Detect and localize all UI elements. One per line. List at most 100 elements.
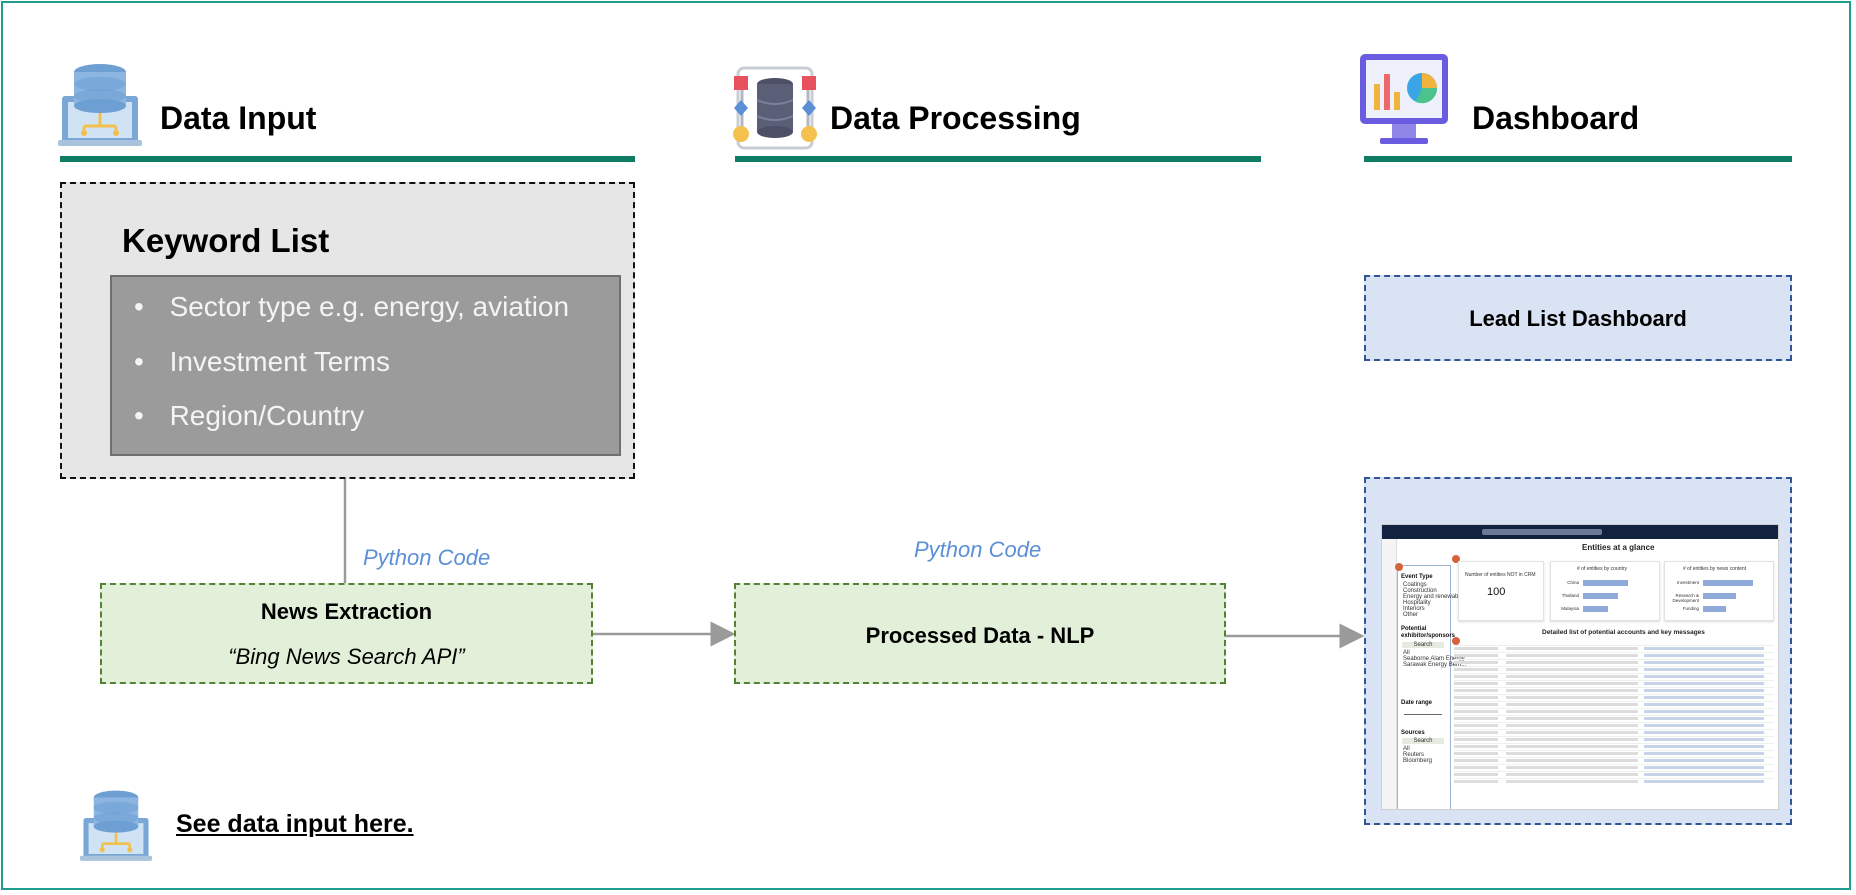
table-cell-placeholder	[1542, 752, 1638, 755]
bar-mark	[1583, 606, 1608, 612]
table-cell-placeholder	[1454, 696, 1498, 699]
table-cell-placeholder	[1454, 752, 1498, 755]
table-cell-placeholder	[1506, 731, 1550, 734]
table-cell-placeholder	[1506, 745, 1550, 748]
table-cell-placeholder	[1542, 689, 1638, 692]
table-cell-placeholder	[1506, 724, 1550, 727]
table-cell-placeholder	[1506, 682, 1550, 685]
table-cell-placeholder	[1506, 696, 1550, 699]
table-cell-placeholder	[1454, 703, 1498, 706]
filter-partner-option[interactable]: Sarawak Energy Berh...	[1403, 662, 1467, 668]
table-cell-placeholder	[1506, 647, 1550, 650]
table-cell-placeholder	[1454, 647, 1498, 650]
table-cell-placeholder	[1506, 752, 1550, 755]
filter-event-option[interactable]: Coatings	[1403, 582, 1427, 588]
bar-category-label: Malaysia	[1561, 606, 1579, 611]
table-cell-placeholder	[1542, 731, 1638, 734]
dashboard-screenshot: Event Type Coatings Construction Energy …	[1381, 524, 1779, 810]
filter-partner-option[interactable]: Seaborne Alam Energy	[1403, 656, 1465, 662]
table-row	[1454, 687, 1774, 688]
keyword-item: • Investment Terms	[134, 346, 391, 377]
table-row	[1454, 722, 1774, 723]
bar-mark	[1583, 580, 1628, 586]
kpi-label: Number of entities NOT in CRM	[1465, 572, 1536, 578]
table-row	[1454, 736, 1774, 737]
table-cell-placeholder	[1644, 689, 1764, 692]
table-cell-placeholder	[1644, 675, 1764, 678]
filter-partner-option[interactable]: All	[1403, 650, 1410, 656]
dashboard-search-bar	[1482, 529, 1602, 535]
table-row	[1454, 715, 1774, 716]
accounts-table	[1454, 641, 1774, 789]
content-chart-card: # of entities by news content Investment…	[1664, 561, 1774, 621]
data-input-title: Data Input	[160, 100, 317, 136]
kpi-value: 100	[1487, 586, 1506, 598]
filter-source-option[interactable]: All	[1403, 746, 1410, 752]
table-cell-placeholder	[1542, 647, 1638, 650]
table-cell-placeholder	[1506, 661, 1550, 664]
keyword-list-title: Keyword List	[122, 222, 330, 259]
table-cell-placeholder	[1644, 766, 1764, 769]
data-input-icon	[58, 58, 142, 148]
table-row	[1454, 645, 1774, 646]
bar-category-label: Research & Development	[1672, 593, 1699, 603]
filter-search-box[interactable]: Search	[1402, 642, 1444, 648]
dashboard-monitor-icon	[1358, 52, 1450, 148]
table-cell-placeholder	[1454, 759, 1498, 762]
table-row	[1454, 757, 1774, 758]
table-cell-placeholder	[1644, 682, 1764, 685]
table-cell-placeholder	[1454, 710, 1498, 713]
bar-category-label: Funding	[1682, 606, 1699, 611]
table-cell-placeholder	[1542, 780, 1638, 783]
table-cell-placeholder	[1506, 738, 1550, 741]
see-data-input-link[interactable]: See data input here.	[176, 810, 414, 838]
bar-category-label: Investment	[1676, 580, 1699, 585]
filter-partner-label: Potential exhibitor/sponsors	[1401, 626, 1456, 639]
filter-event-option[interactable]: Hospitality	[1403, 600, 1431, 606]
table-cell-placeholder	[1454, 745, 1498, 748]
table-cell-placeholder	[1542, 773, 1638, 776]
table-cell-placeholder	[1506, 710, 1550, 713]
table-cell-placeholder	[1542, 745, 1638, 748]
date-range-slider[interactable]	[1404, 714, 1442, 715]
filter-event-option[interactable]: Other	[1403, 612, 1419, 618]
sources-search-box[interactable]: Search	[1402, 738, 1444, 744]
table-badge	[1452, 637, 1460, 645]
filter-source-option[interactable]: Reuters	[1403, 752, 1425, 758]
bar-category-label: Thailand	[1561, 593, 1579, 598]
table-cell-placeholder	[1644, 773, 1764, 776]
table-cell-placeholder	[1542, 654, 1638, 657]
filter-event-option[interactable]: Energy and renewables	[1403, 594, 1467, 600]
table-cell-placeholder	[1542, 738, 1638, 741]
table-cell-placeholder	[1644, 738, 1764, 741]
bar-mark	[1703, 580, 1753, 586]
table-cell-placeholder	[1644, 710, 1764, 713]
table-cell-placeholder	[1506, 654, 1550, 657]
table-row	[1454, 778, 1774, 779]
table-cell-placeholder	[1454, 766, 1498, 769]
keyword-list-items-box: • Sector type e.g. energy, aviation • In…	[110, 275, 621, 456]
keyword-item: • Region/Country	[134, 400, 365, 431]
table-title: Detailed list of potential accounts and …	[1542, 629, 1705, 636]
filter-event-option[interactable]: Construction	[1403, 588, 1437, 594]
data-input-rule	[60, 156, 635, 162]
keyword-item: • Sector type e.g. energy, aviation	[134, 291, 570, 322]
news-extraction-subtitle: “Bing News Search API”	[228, 644, 465, 669]
lead-list-dashboard-box[interactable]: Lead List Dashboard	[1364, 275, 1792, 361]
filter-event-option[interactable]: Interiors	[1403, 606, 1425, 612]
news-extraction-title: News Extraction	[260, 599, 433, 624]
table-cell-placeholder	[1454, 654, 1498, 657]
content-chart-title: # of entities by news content	[1683, 566, 1747, 572]
table-row	[1454, 771, 1774, 772]
table-cell-placeholder	[1506, 773, 1550, 776]
table-row	[1454, 666, 1774, 667]
table-cell-placeholder	[1644, 745, 1764, 748]
table-cell-placeholder	[1644, 668, 1764, 671]
dashboard-preview-panel: Event Type Coatings Construction Energy …	[1364, 477, 1792, 825]
filter-event-label: Event Type	[1401, 574, 1433, 580]
lead-list-dashboard-title: Lead List Dashboard	[1469, 306, 1687, 331]
filter-source-option[interactable]: Bloomberg	[1403, 758, 1433, 764]
table-cell-placeholder	[1542, 703, 1638, 706]
